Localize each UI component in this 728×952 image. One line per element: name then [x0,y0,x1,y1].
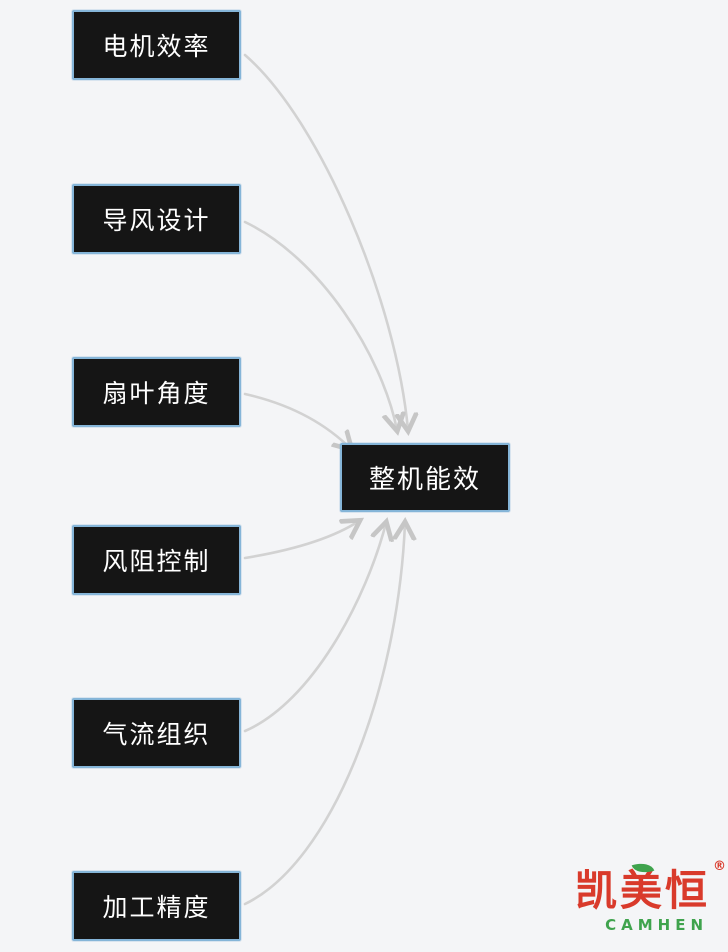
brand-name-en: CAMHEN [605,916,708,934]
node-airflow-organization: 气流组织 [72,698,241,768]
node-overall-energy-efficiency: 整机能效 [340,443,510,512]
node-wind-resistance-control: 风阻控制 [72,525,241,595]
node-machining-precision: 加工精度 [72,871,241,941]
arrow-wind-resistance-control [243,521,359,560]
brand-logo-cn-row: 凯美恒 ® [575,859,726,912]
arrow-airflow-organization [243,523,386,733]
brand-name-cn: 凯美恒 [574,866,710,915]
arrow-air-guide-design [243,220,397,430]
node-air-guide-design: 导风设计 [72,184,241,254]
node-label: 导风设计 [102,206,211,235]
node-label: 气流组织 [102,720,211,749]
arrow-fan-blade-angle [243,392,351,449]
registered-trademark-icon: ® [713,859,726,874]
node-label: 扇叶角度 [102,379,211,408]
arrow-motor-efficiency [243,53,408,430]
arrow-machining-precision [243,523,405,906]
node-label: 整机能效 [368,465,481,495]
node-label: 电机效率 [102,32,211,61]
node-label: 风阻控制 [102,547,211,576]
node-fan-blade-angle: 扇叶角度 [72,357,241,427]
brand-logo: 凯美恒 ® CAMHEN [575,859,726,934]
node-label: 加工精度 [102,893,211,922]
node-motor-efficiency: 电机效率 [72,10,241,80]
